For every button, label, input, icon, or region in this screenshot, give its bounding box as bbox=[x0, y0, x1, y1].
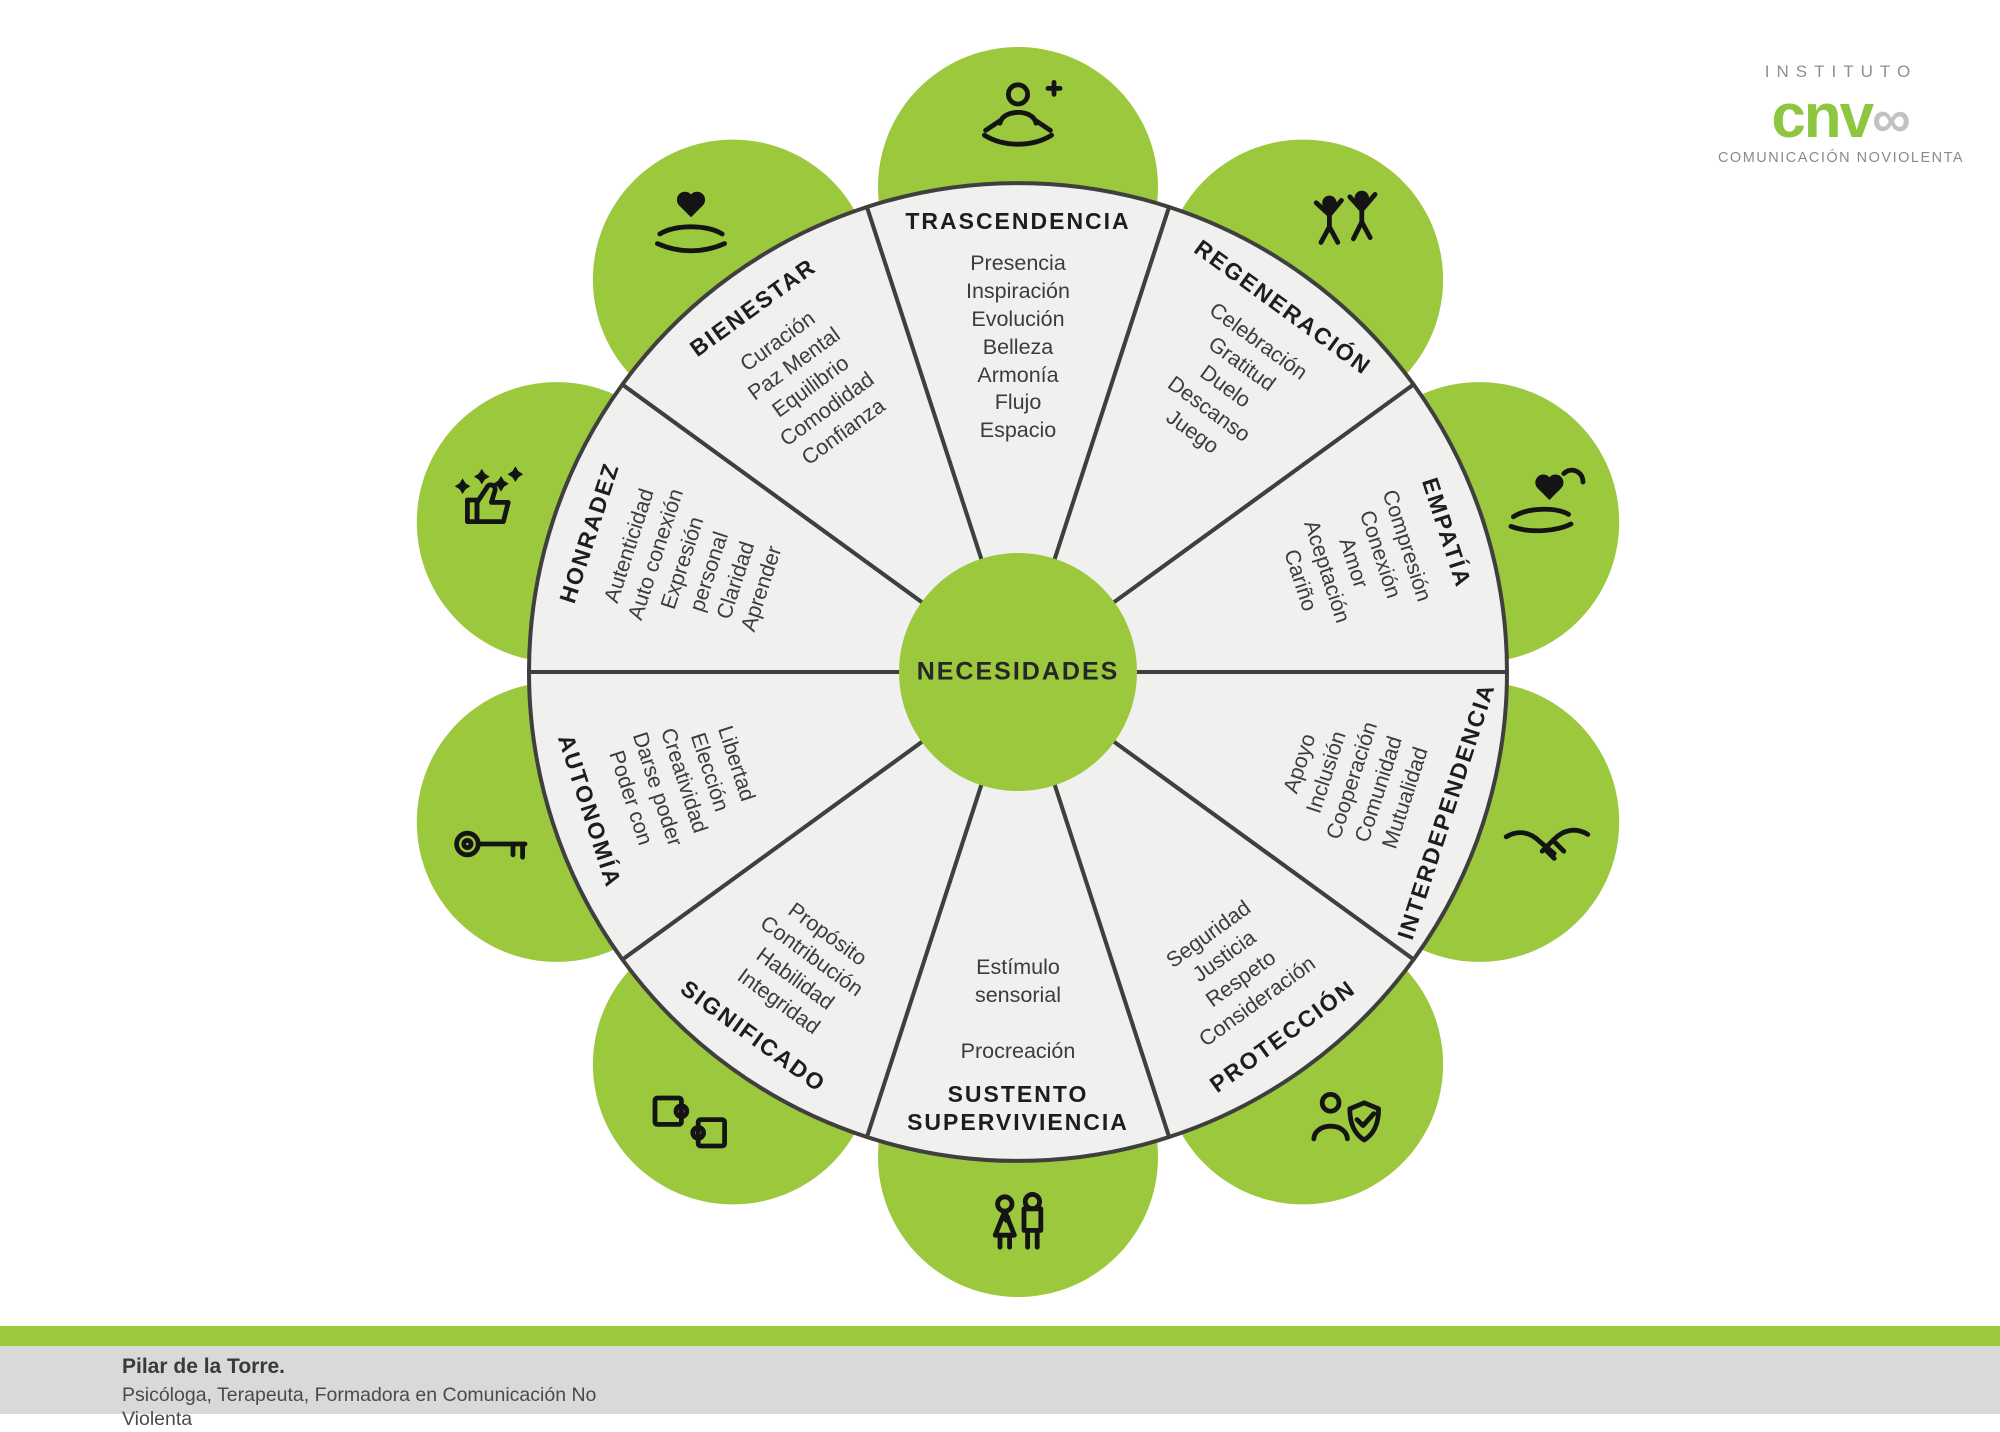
logo-subtitle-text: COMUNICACIÓN NOVIOLENTA bbox=[1717, 150, 1965, 166]
couple-icon bbox=[992, 1192, 1044, 1250]
infinity-icon: ∞ bbox=[1872, 89, 1911, 149]
logo-brand-text: cnv bbox=[1771, 82, 1874, 151]
thumbs-up-stars-icon bbox=[454, 466, 524, 525]
celebration-icon bbox=[1313, 190, 1378, 245]
sector-honradez bbox=[527, 382, 1020, 674]
sector-sustento bbox=[864, 670, 1172, 1163]
key-icon bbox=[454, 830, 528, 860]
footer-accent-bar bbox=[0, 1326, 2000, 1346]
center-hub bbox=[899, 553, 1137, 791]
meditation-icon bbox=[982, 80, 1063, 147]
cnv-logo: INSTITUTO cnv∞ COMUNICACIÓN NOVIOLENTA bbox=[1706, 62, 1976, 166]
sector-proteccion bbox=[1016, 670, 1416, 1139]
sector-autonomia bbox=[527, 670, 1020, 962]
footer: Pilar de la Torre. Psicóloga, Terapeuta,… bbox=[0, 1346, 2000, 1430]
logo-institute-text: INSTITUTO bbox=[1764, 62, 1918, 81]
shield-person-icon bbox=[1311, 1091, 1381, 1143]
center-label: NECESIDADES bbox=[916, 657, 1120, 686]
sector-regeneracion bbox=[1016, 205, 1416, 674]
sector-bienestar bbox=[620, 205, 1020, 674]
footer-description: Psicóloga, Terapeuta, Formadora en Comun… bbox=[122, 1384, 597, 1431]
logo-wordmark: cnv∞ bbox=[1706, 86, 1976, 148]
sector-empatia bbox=[1016, 382, 1509, 674]
sector-interdependencia bbox=[1016, 670, 1509, 962]
handshake-icon bbox=[1503, 827, 1590, 861]
footer-author: Pilar de la Torre. bbox=[122, 1355, 286, 1378]
hand-heart-icon bbox=[655, 191, 728, 254]
sector-trascendencia bbox=[864, 181, 1172, 674]
puzzle-icon bbox=[652, 1095, 728, 1149]
hand-giving-heart-icon bbox=[1508, 468, 1586, 534]
sector-significado bbox=[620, 670, 1020, 1139]
